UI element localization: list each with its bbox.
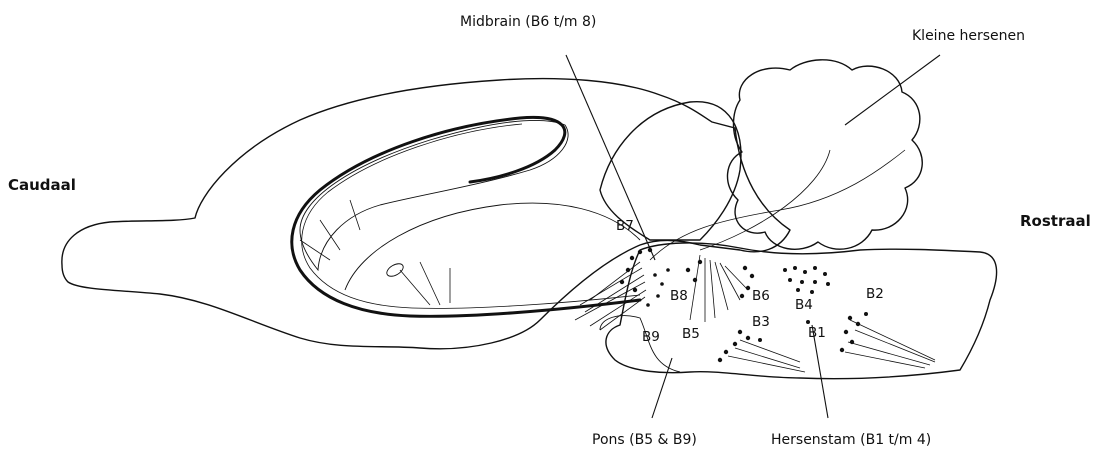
inner-curve: [345, 203, 640, 290]
nucleus-b7-label: B7: [616, 218, 634, 234]
midbrain-label: Midbrain (B6 t/m 8): [460, 14, 596, 30]
small-ellipse: [385, 261, 406, 279]
nucleus-b4-label: B4: [795, 297, 813, 313]
rostral-label: Rostraal: [1020, 212, 1091, 230]
nucleus-b8-label: B8: [670, 288, 688, 304]
nucleus-b3-label: B3: [752, 314, 770, 330]
pons-label: Pons (B5 & B9): [592, 432, 697, 448]
caudal-label: Caudaal: [8, 176, 76, 194]
pons-leader: [652, 358, 672, 418]
nucleus-b2-label: B2: [866, 286, 884, 302]
nucleus-b6-label: B6: [752, 288, 770, 304]
nucleus-b9-label: B9: [642, 329, 660, 345]
nucleus-b1-label: B1: [808, 325, 826, 341]
cerebellum-leader: [845, 55, 940, 125]
ventricle-outline: [300, 120, 568, 270]
fiber-fans: [300, 150, 935, 372]
midbrain-leader: [566, 55, 655, 260]
cerebellum-outline: [727, 60, 922, 249]
dorsal-tract: [292, 117, 640, 316]
cell-dots: [620, 248, 868, 362]
brainstem-label: Hersenstam (B1 t/m 4): [771, 432, 931, 448]
dorsal-tract-2: [302, 124, 640, 308]
cerebellum-label: Kleine hersenen: [912, 28, 1025, 44]
nucleus-b5-label: B5: [682, 326, 700, 342]
pons-outline: [600, 316, 680, 372]
